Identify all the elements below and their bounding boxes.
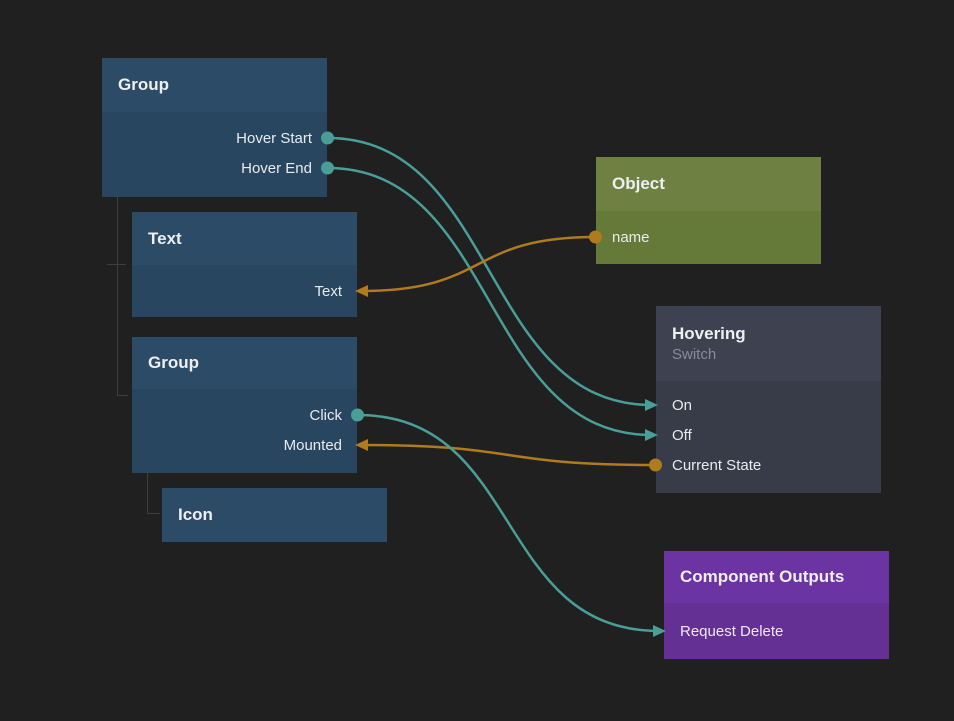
node-group-2[interactable]: Group Click Mounted — [132, 337, 357, 473]
node-component-outputs[interactable]: Component Outputs Request Delete — [664, 551, 889, 659]
node-title: Object — [612, 173, 805, 195]
output-dot-current-state[interactable] — [649, 459, 662, 472]
node-hovering-body: On Off Current State — [656, 381, 881, 493]
port-current-state[interactable]: Current State — [656, 450, 881, 480]
port-text[interactable]: Text — [132, 276, 357, 306]
node-group-2-header[interactable]: Group — [132, 337, 357, 389]
node-title: Icon — [178, 504, 371, 526]
node-group-2-body: Click Mounted — [132, 389, 357, 473]
tree-connector-tick-group2 — [117, 395, 128, 396]
port-label-hover-start: Hover Start — [236, 130, 312, 147]
node-title: Component Outputs — [680, 566, 873, 588]
port-hover-end[interactable]: Hover End — [102, 153, 327, 183]
node-icon-header[interactable]: Icon — [162, 488, 387, 542]
tree-connector-vertical-2 — [147, 472, 148, 514]
edge-hovering.current-state-to-group2.mounted[interactable] — [362, 445, 656, 465]
port-off[interactable]: Off — [656, 420, 881, 450]
port-label-request-delete: Request Delete — [680, 623, 783, 640]
node-title: Text — [148, 228, 341, 250]
edge-group2.click-to-component_outputs.request-delete[interactable] — [358, 415, 660, 631]
node-component-outputs-header[interactable]: Component Outputs — [664, 551, 889, 603]
port-label-text: Text — [314, 283, 342, 300]
input-arrow-off[interactable] — [645, 429, 658, 441]
port-label-click: Click — [310, 407, 343, 424]
node-title: Group — [148, 352, 341, 374]
node-hovering[interactable]: Hovering Switch On Off Current State — [656, 306, 881, 493]
port-label-hover-end: Hover End — [241, 160, 312, 177]
node-title: Hovering — [672, 323, 865, 345]
port-on[interactable]: On — [656, 390, 881, 420]
port-label-current-state: Current State — [672, 457, 761, 474]
input-arrow-request-delete[interactable] — [653, 625, 666, 637]
tree-connector-tick-text — [107, 264, 126, 265]
node-group-1-header[interactable]: Group — [102, 58, 327, 112]
node-group-1-body: Hover Start Hover End — [102, 112, 327, 197]
node-object-header[interactable]: Object — [596, 157, 821, 211]
node-title: Group — [118, 74, 311, 96]
port-label-name: name — [612, 229, 650, 246]
port-name[interactable]: name — [596, 222, 821, 252]
node-icon[interactable]: Icon — [162, 488, 387, 542]
input-arrow-text[interactable] — [355, 285, 368, 297]
node-object-body: name — [596, 211, 821, 264]
node-text[interactable]: Text Text — [132, 212, 357, 317]
node-text-header[interactable]: Text — [132, 212, 357, 265]
output-dot-name[interactable] — [589, 231, 602, 244]
port-hover-start[interactable]: Hover Start — [102, 123, 327, 153]
port-mounted[interactable]: Mounted — [132, 430, 357, 460]
node-object[interactable]: Object name — [596, 157, 821, 264]
node-hovering-header[interactable]: Hovering Switch — [656, 306, 881, 381]
port-click[interactable]: Click — [132, 400, 357, 430]
input-arrow-mounted[interactable] — [355, 439, 368, 451]
node-subtitle: Switch — [672, 345, 865, 365]
output-dot-hover-end[interactable] — [321, 162, 334, 175]
input-arrow-on[interactable] — [645, 399, 658, 411]
output-dot-click[interactable] — [351, 409, 364, 422]
node-component-outputs-body: Request Delete — [664, 603, 889, 659]
port-label-on: On — [672, 397, 692, 414]
port-request-delete[interactable]: Request Delete — [664, 616, 889, 646]
tree-connector-vertical-1 — [117, 197, 118, 396]
node-group-1[interactable]: Group Hover Start Hover End — [102, 58, 327, 197]
node-text-body: Text — [132, 265, 357, 317]
output-dot-hover-start[interactable] — [321, 132, 334, 145]
tree-connector-tick-icon — [147, 513, 160, 514]
port-label-off: Off — [672, 427, 692, 444]
port-label-mounted: Mounted — [284, 437, 342, 454]
